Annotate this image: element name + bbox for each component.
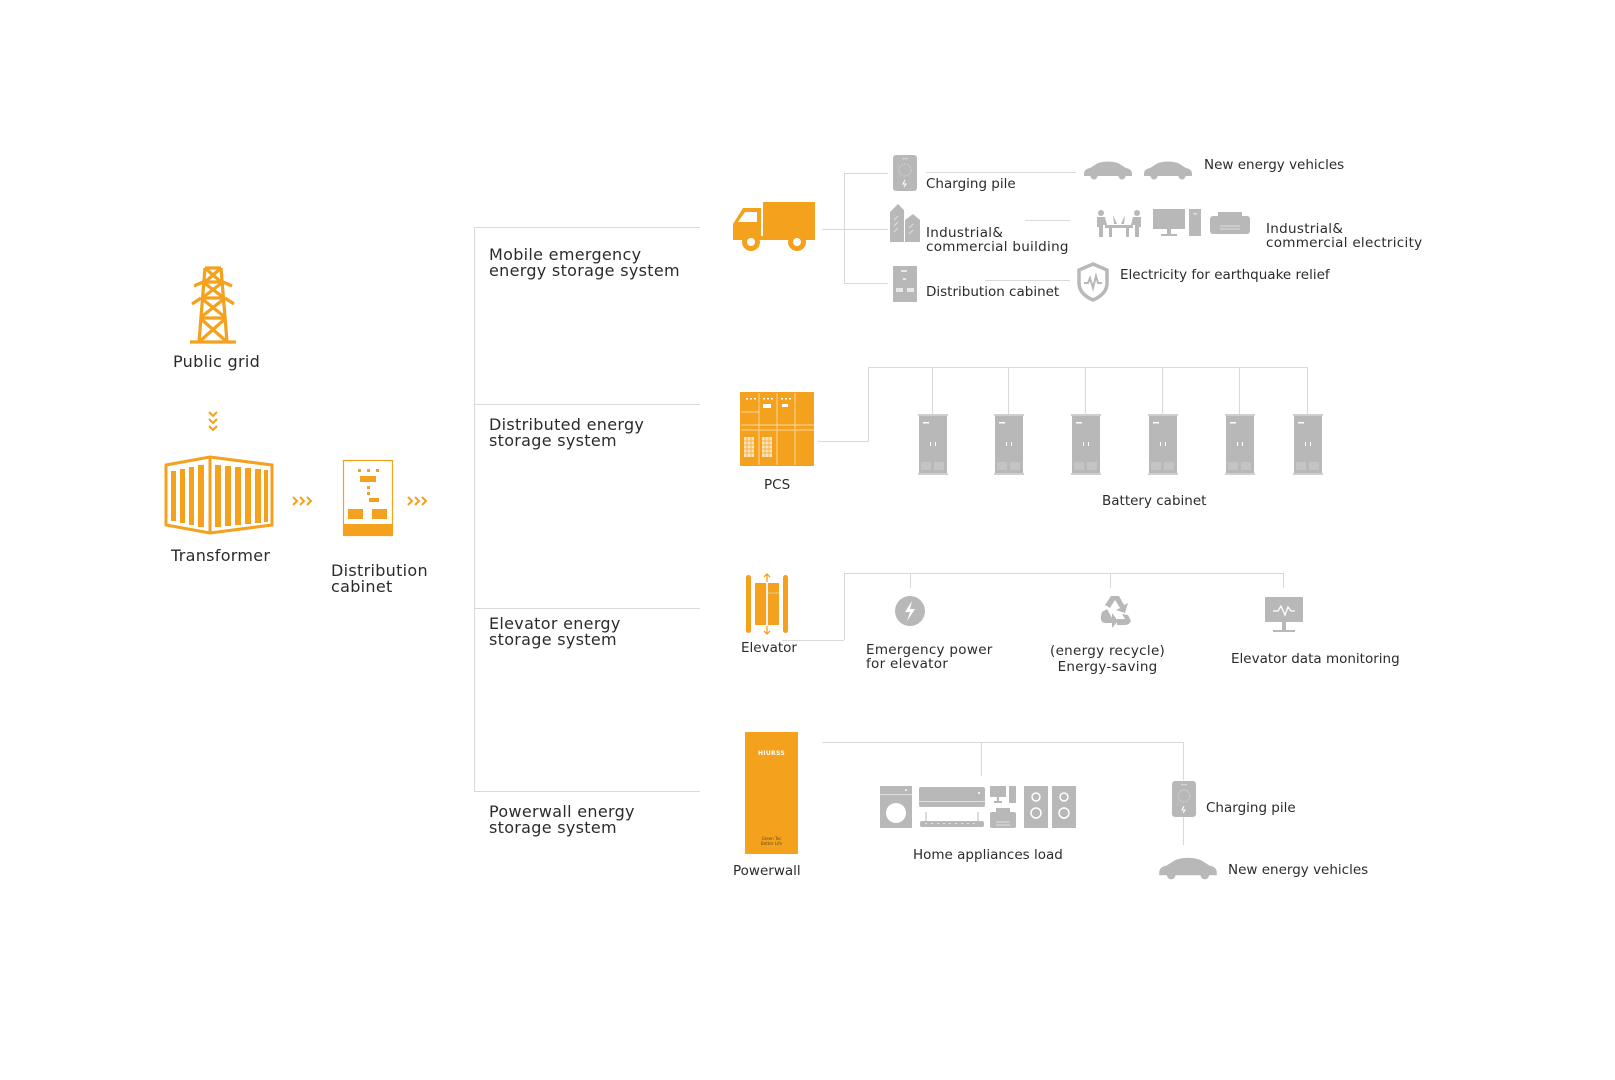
connector-line <box>1085 367 1086 414</box>
battery-cabinet-icon <box>1293 414 1323 475</box>
device-label: Powerwall <box>733 863 801 879</box>
device-label: Elevator <box>741 640 797 656</box>
systems-frame-line <box>474 227 475 792</box>
transformer-label: Transformer <box>171 546 271 565</box>
charging-pile-label: Charging pile <box>1206 800 1296 816</box>
container-transformer-icon <box>164 455 274 535</box>
connector-line <box>1183 817 1184 845</box>
divider-line <box>474 404 700 405</box>
target-label: Electricity for earthquake relief <box>1120 267 1330 283</box>
chevrons-right-icon <box>292 496 313 506</box>
computer-icon <box>1153 209 1201 236</box>
connector-line <box>932 367 933 414</box>
connector-line <box>1008 367 1009 414</box>
power-tower-icon <box>190 266 236 344</box>
connector-line <box>1307 367 1308 414</box>
system-title: Elevator energy storage system <box>489 614 621 649</box>
vehicle-label: New energy vehicles <box>1228 862 1369 878</box>
speaker-icon <box>1024 786 1048 828</box>
public-grid-label: Public grid <box>173 352 261 371</box>
connector-line <box>1025 220 1070 221</box>
connector-line <box>818 441 868 442</box>
feature-label: Elevator data monitoring <box>1231 651 1400 667</box>
battery-cabinet-icon <box>1148 414 1178 475</box>
shield-pulse-icon <box>1077 262 1109 302</box>
system-title: Powerwall energy storage system <box>489 802 635 837</box>
feature-label: (energy recycle) Energy-saving <box>1050 643 1166 675</box>
connector-line <box>844 573 845 640</box>
connector-line <box>1110 573 1111 588</box>
divider-line <box>474 791 700 792</box>
monitor-pulse-icon <box>1265 597 1303 632</box>
connector-line <box>1283 573 1284 588</box>
system-title: Distributed energy storage system <box>489 415 645 450</box>
connector-line <box>844 173 888 174</box>
washing-machine-icon <box>880 786 912 828</box>
pcs-cabinet-icon <box>740 392 814 466</box>
car-icon <box>1159 857 1217 880</box>
divider-line <box>474 227 700 228</box>
divider-line <box>474 608 700 609</box>
elevator-icon <box>746 573 788 635</box>
car-icon <box>1144 161 1192 180</box>
chevrons-down-icon <box>208 411 218 432</box>
appliances-label: Home appliances load <box>913 847 1063 863</box>
connector-line <box>844 283 888 284</box>
battery-cabinet-icon <box>1225 414 1255 475</box>
powerwall-icon: HIURSS Green Tec Better Life <box>745 732 798 854</box>
charging-pile-icon <box>1172 781 1196 817</box>
printer-icon <box>1210 212 1250 234</box>
connector-line <box>981 742 982 776</box>
connector-line <box>868 367 869 442</box>
connector-line <box>926 172 1076 173</box>
office-meeting-icon <box>1097 210 1141 237</box>
connector-line <box>910 573 911 588</box>
device-label: PCS <box>764 477 791 493</box>
charging-pile-icon <box>893 155 917 191</box>
recycle-icon <box>1100 596 1131 628</box>
speaker-icon <box>1052 786 1076 828</box>
connector-line <box>985 280 1070 281</box>
air-conditioner-icon <box>919 787 985 807</box>
branch-label: Charging pile <box>926 176 1016 192</box>
lightning-circle-icon <box>895 596 925 626</box>
printer-icon <box>990 808 1016 828</box>
distribution-cabinet-label: Distribution cabinet <box>331 561 428 596</box>
branch-label: Distribution cabinet <box>926 284 1060 300</box>
connector-line <box>822 742 1184 743</box>
distribution-cabinet-icon <box>893 266 917 302</box>
connector-line <box>812 640 844 641</box>
connector-line <box>844 229 888 230</box>
router-icon <box>920 812 984 827</box>
connector-line <box>868 367 1308 368</box>
connector-line <box>782 640 812 641</box>
powerwall-slogan: Green Tec Better Life <box>761 836 782 846</box>
computer-icon <box>990 786 1016 803</box>
system-title: Mobile emergency energy storage system <box>489 245 680 280</box>
feature-label: Emergency power for elevator <box>866 642 993 672</box>
battery-cabinet-icon <box>918 414 948 475</box>
battery-cabinet-icon <box>1071 414 1101 475</box>
connector-line <box>1183 742 1184 780</box>
car-icon <box>1084 161 1132 180</box>
distribution-cabinet-icon <box>342 459 394 537</box>
connector-line <box>1239 367 1240 414</box>
chevrons-right-icon <box>407 496 428 506</box>
connector-line <box>844 173 845 283</box>
connector-line <box>1162 367 1163 414</box>
buildings-icon <box>890 204 920 242</box>
connector-line <box>822 229 844 230</box>
target-label: New energy vehicles <box>1204 157 1345 173</box>
branch-label: Industrial& commercial building <box>926 225 1069 255</box>
powerwall-brand: HIURSS <box>758 750 785 757</box>
truck-icon <box>733 202 815 251</box>
connector-line <box>844 573 1284 574</box>
target-label: Industrial& commercial electricity <box>1266 221 1423 251</box>
battery-cabinet-label: Battery cabinet <box>1102 493 1207 509</box>
battery-cabinet-icon <box>994 414 1024 475</box>
